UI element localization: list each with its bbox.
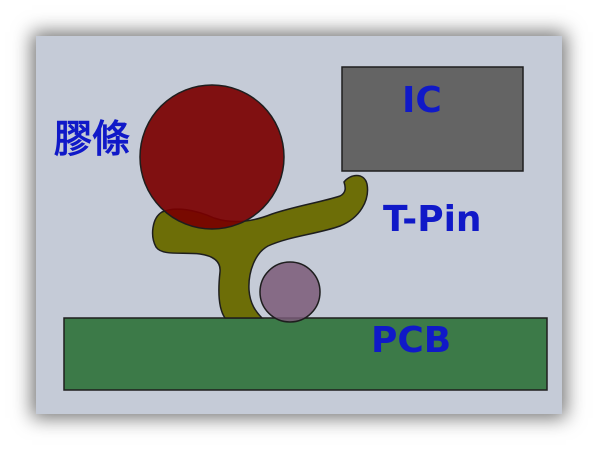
pcb-board	[63, 317, 548, 391]
pcb-label: PCB	[371, 320, 452, 361]
tpin-label: T-Pin	[383, 199, 482, 240]
solder-ball	[259, 261, 321, 323]
glue-label: 膠條	[54, 117, 131, 161]
ic-label: IC	[402, 80, 442, 121]
ic-chip	[341, 66, 524, 172]
glue-strip	[139, 84, 285, 230]
t-pin	[151, 174, 369, 319]
